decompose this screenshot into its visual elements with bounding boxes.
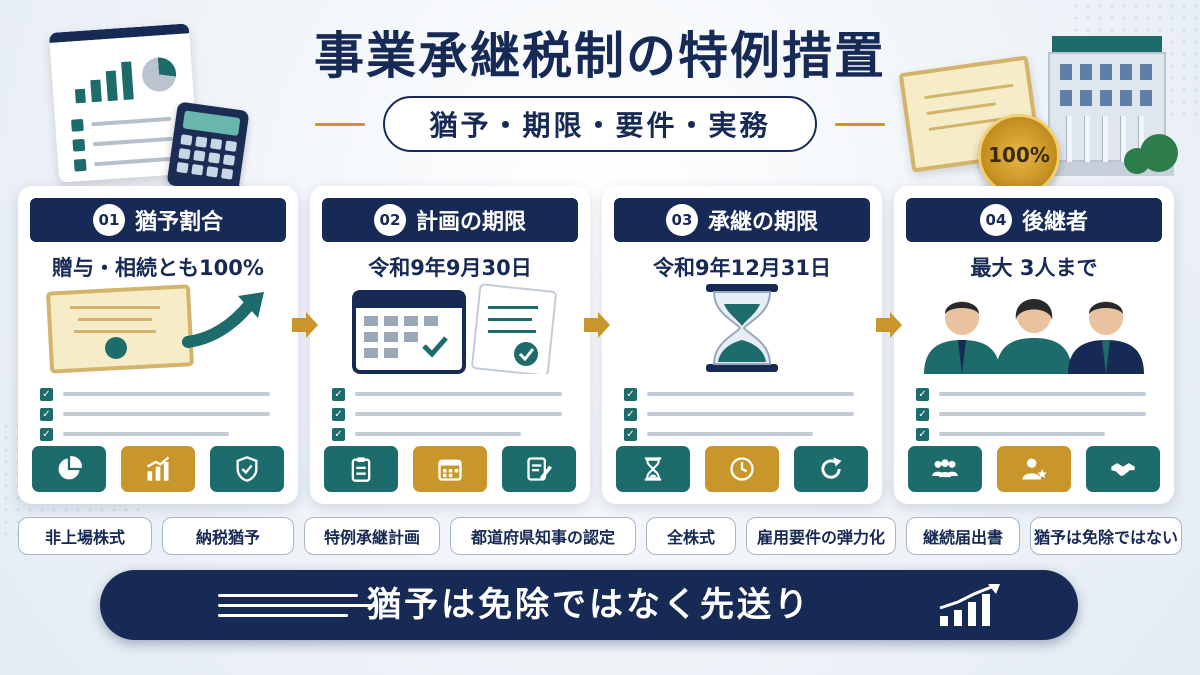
calendar-document-icon xyxy=(330,282,570,377)
divider xyxy=(834,122,885,126)
card-number: 02 xyxy=(373,204,406,236)
card-value: 令和9年12月31日 xyxy=(652,256,832,280)
checklist: ✓ ✓ ✓ xyxy=(332,384,562,444)
clipboard-icon xyxy=(324,446,398,492)
card-title: 後継者 xyxy=(1021,210,1088,235)
checklist: ✓ ✓ ✓ xyxy=(916,384,1146,444)
tag: 特例承継計画 xyxy=(304,517,440,555)
card-title: 猶予割合 xyxy=(134,210,223,235)
checklist: ✓ ✓ ✓ xyxy=(40,384,270,444)
checklist: ✓ ✓ ✓ xyxy=(624,384,854,444)
check-icon: ✓ xyxy=(332,387,345,401)
edit-document-icon xyxy=(502,446,576,492)
check-icon: ✓ xyxy=(916,427,929,441)
card-title: 承継の期限 xyxy=(707,210,818,235)
hourglass-icon xyxy=(622,282,862,374)
card-header: 04 後継者 xyxy=(906,198,1162,242)
building-illustration xyxy=(1040,36,1180,186)
group-icon xyxy=(908,446,982,492)
card-deferral-ratio: 01 猶予割合 贈与・相続とも100% ✓ ✓ ✓ xyxy=(18,186,298,504)
certificate-arrow-icon xyxy=(38,282,278,374)
handshake-icon xyxy=(1086,446,1160,492)
arrow-right-icon xyxy=(292,312,318,338)
page-title: 事業承継税制の特例措置 xyxy=(314,27,886,85)
check-icon: ✓ xyxy=(332,427,345,441)
subtitle: 猶予・期限・要件・実務 xyxy=(383,96,817,152)
keyword-tags: 非上場株式 納税猶予 特例承継計画 都道府県知事の認定 全株式 雇用要件の弾力化… xyxy=(18,517,1182,557)
card-number: 01 xyxy=(92,204,125,236)
card-value: 最大 3人まで xyxy=(970,256,1098,280)
person-star-icon xyxy=(997,446,1071,492)
card-header: 03 承継の期限 xyxy=(614,198,870,242)
check-icon: ✓ xyxy=(916,407,929,421)
shield-check-icon xyxy=(210,446,284,492)
three-people-icon xyxy=(914,282,1154,374)
arrow-right-icon xyxy=(876,312,902,338)
card-header: 01 猶予割合 xyxy=(30,198,286,242)
card-header: 02 計画の期限 xyxy=(322,198,578,242)
100-percent-seal: 100% xyxy=(978,114,1060,196)
check-icon: ✓ xyxy=(332,407,345,421)
subtitle-row: 猶予・期限・要件・実務 xyxy=(0,94,1200,154)
tag: 猶予は免除ではない xyxy=(1030,517,1182,555)
card-successor: 04 後継者 最大 3人まで ✓ ✓ xyxy=(894,186,1174,504)
check-icon: ✓ xyxy=(624,387,637,401)
summary-banner: 猶予は免除ではなく先送り xyxy=(100,570,1078,640)
clock-icon xyxy=(705,446,779,492)
check-icon: ✓ xyxy=(624,427,637,441)
tag: 納税猶予 xyxy=(162,517,294,555)
check-icon: ✓ xyxy=(40,427,53,441)
check-icon: ✓ xyxy=(40,387,53,401)
arrow-right-icon xyxy=(584,312,610,338)
check-icon: ✓ xyxy=(40,407,53,421)
card-number: 03 xyxy=(665,204,698,236)
tag: 全株式 xyxy=(646,517,736,555)
check-icon: ✓ xyxy=(916,387,929,401)
card-plan-deadline: 02 計画の期限 令和9年9月30日 ✓ ✓ ✓ xyxy=(310,186,590,504)
check-icon: ✓ xyxy=(624,407,637,421)
card-value: 令和9年9月30日 xyxy=(368,256,532,280)
hourglass-icon xyxy=(616,446,690,492)
pie-chart-icon xyxy=(32,446,106,492)
bar-chart-icon xyxy=(121,446,195,492)
refresh-icon xyxy=(794,446,868,492)
card-number: 04 xyxy=(979,204,1012,236)
banner-text: 猶予は免除ではなく先送り xyxy=(367,585,811,625)
card-value: 贈与・相続とも100% xyxy=(52,256,264,280)
divider xyxy=(315,122,366,126)
card-title: 計画の期限 xyxy=(415,210,526,235)
tag: 非上場株式 xyxy=(18,517,152,555)
tag: 都道府県知事の認定 xyxy=(450,517,636,555)
growth-chart-icon xyxy=(939,584,1000,626)
tag: 継続届出書 xyxy=(906,517,1020,555)
card-succession-deadline: 03 承継の期限 令和9年12月31日 ✓ ✓ ✓ xyxy=(602,186,882,504)
calendar-icon xyxy=(413,446,487,492)
tag: 雇用要件の弾力化 xyxy=(746,517,896,555)
